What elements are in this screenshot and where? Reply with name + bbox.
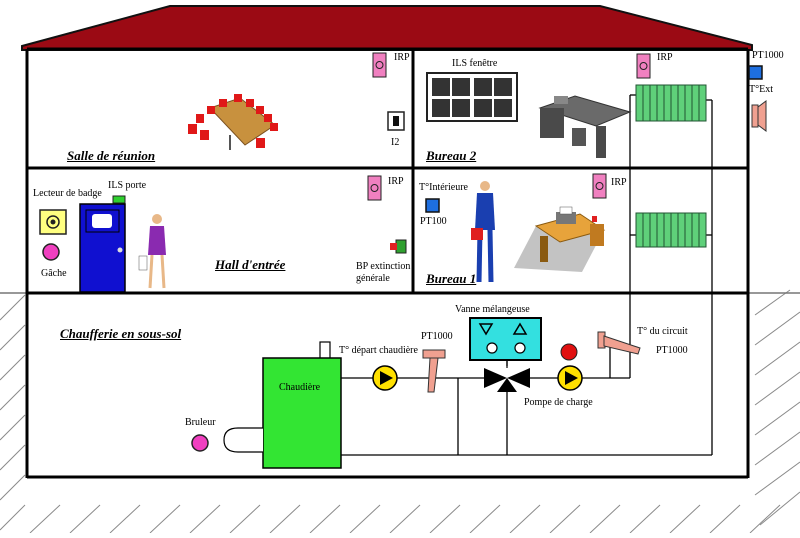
i2-label: I2 <box>391 137 400 148</box>
boiler-label: Chaudière <box>279 382 321 393</box>
meeting-table-icon <box>188 94 278 150</box>
room-label-boiler-room: Chaufferie en sous-sol <box>60 326 182 341</box>
boiler-pt1000-label: PT1000 <box>421 331 453 342</box>
charge-pump-label: Pompe de charge <box>524 397 593 408</box>
irp-label: IRP <box>394 52 410 63</box>
woman-figure-icon <box>138 214 166 289</box>
switch-i2-icon <box>387 111 405 131</box>
circuit-pt1000-label: PT1000 <box>656 345 688 356</box>
indoor-temp-label: T°Intérieure <box>419 182 468 193</box>
radiator-icon <box>635 84 707 122</box>
room-label-office1: Bureau 1 <box>426 271 477 286</box>
pt1000-outdoor-label: PT1000 <box>752 50 784 61</box>
roof <box>21 5 753 51</box>
irp-label: IRP <box>657 52 673 63</box>
ground-hatching <box>0 289 800 534</box>
ils-window-label: ILS fenêtre <box>452 58 498 69</box>
emergency-stop-label-line2: générale <box>356 273 390 284</box>
irp-label: IRP <box>611 177 627 188</box>
pt100-indoor-sensor-icon <box>425 198 440 213</box>
building-walls <box>25 47 750 479</box>
radiator-icon <box>635 212 707 248</box>
ils-door-label: ILS porte <box>108 180 147 191</box>
window-icon <box>426 72 518 122</box>
door-strike-icon <box>42 243 60 261</box>
pt100-label: PT100 <box>420 216 447 227</box>
three-way-valve-icon <box>484 368 530 392</box>
room-label-hall: Hall d'entrée <box>215 257 286 272</box>
boiler-temp-probe-icon <box>422 349 446 393</box>
charge-pump-icon <box>557 365 583 391</box>
emergency-stop-button-icon <box>390 239 407 254</box>
office-desk-icon <box>538 95 632 158</box>
mixing-valve-box-icon <box>469 317 542 368</box>
room-label-meeting: Salle de réunion <box>67 148 156 163</box>
irp-sensor-icon <box>636 53 651 79</box>
irp-sensor-icon <box>592 173 607 199</box>
boiler-temp-label: T° départ chaudière <box>339 345 418 356</box>
outdoor-temp-probe-icon <box>751 100 767 132</box>
door-strike-label: Gâche <box>41 268 67 279</box>
pt1000-outdoor-sensor-icon <box>748 65 763 80</box>
circuit-temp-label: T° du circuit <box>637 326 688 337</box>
entrance-door-icon <box>79 195 126 293</box>
circuit-temp-probe-icon <box>597 331 641 355</box>
man-figure-icon <box>471 181 495 283</box>
room-label-office2: Bureau 2 <box>426 148 477 163</box>
burner-label: Bruleur <box>185 417 216 428</box>
outdoor-temp-label: T°Ext <box>749 84 773 95</box>
irp-label: IRP <box>388 176 404 187</box>
burner-indicator-icon <box>191 434 209 452</box>
badge-reader-label: Lecteur de badge <box>33 188 102 199</box>
typist-desk-icon <box>514 206 606 272</box>
badge-reader-icon <box>39 209 67 235</box>
boiler-icon <box>262 357 342 469</box>
boiler-pump-icon <box>372 365 398 391</box>
irp-sensor-icon <box>372 52 387 78</box>
mixing-valve-label: Vanne mélangeuse <box>455 304 530 315</box>
charge-pump-indicator-icon <box>560 343 578 361</box>
emergency-stop-label-line1: BP extinction <box>356 261 411 272</box>
burner-icon <box>223 427 263 453</box>
irp-sensor-icon <box>367 175 382 201</box>
